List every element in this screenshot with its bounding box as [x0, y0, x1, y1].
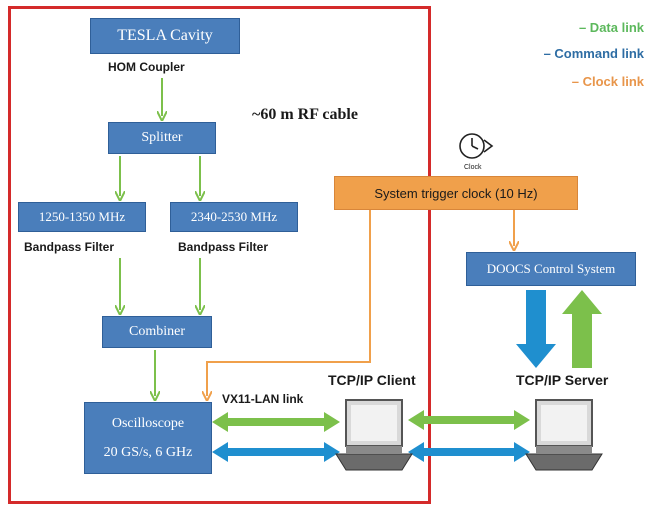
cavity-system-boundary	[8, 6, 431, 504]
vx11-lan-link-label: VX11-LAN link	[222, 392, 304, 406]
tesla-cavity-box: TESLA Cavity	[90, 18, 240, 54]
lan-command-double-arrow	[408, 442, 530, 462]
tcp-ip-client-label: TCP/IP Client	[328, 372, 416, 388]
lan-data-double-arrow	[408, 410, 530, 430]
clock-links	[207, 210, 514, 396]
vx11-command-double-arrow	[212, 442, 340, 462]
bandpass-filter-right-label: Bandpass Filter	[178, 240, 269, 254]
splitter-box: Splitter	[108, 122, 216, 154]
legend-command-link: – Command link	[543, 46, 644, 61]
filter-high-box: 2340-2530 MHz	[170, 202, 298, 232]
oscilloscope-box: Oscilloscope 20 GS/s, 6 GHz	[84, 402, 212, 474]
client-laptop-icon	[335, 399, 413, 471]
clock-icon	[459, 133, 494, 159]
vx11-data-double-arrow	[212, 412, 340, 432]
combiner-box: Combiner	[102, 316, 212, 348]
clock-to-oscilloscope-link	[207, 210, 371, 396]
data-flow-arrows	[120, 78, 200, 396]
data-arrow-up	[562, 290, 602, 368]
legend-data-link: – Data link	[578, 20, 644, 35]
system-trigger-clock-box: System trigger clock (10 Hz)	[334, 176, 578, 210]
tcp-ip-server-label: TCP/IP Server	[516, 372, 609, 388]
oscilloscope-spec: 20 GS/s, 6 GHz	[103, 444, 193, 460]
filter-low-box: 1250-1350 MHz	[18, 202, 146, 232]
hom-coupler-label: HOM Coupler	[108, 60, 185, 74]
clock-caption: Clock	[464, 164, 482, 171]
doocs-control-system-box: DOOCS Control System	[466, 252, 636, 286]
bandpass-filter-left-label: Bandpass Filter	[24, 240, 115, 254]
oscilloscope-label: Oscilloscope	[111, 415, 185, 431]
legend-clock-link: – Clock link	[571, 74, 644, 89]
command-arrow-down	[516, 290, 556, 368]
rf-cable-label: ~60 m RF cable	[252, 106, 358, 123]
server-laptop-icon	[525, 399, 603, 471]
